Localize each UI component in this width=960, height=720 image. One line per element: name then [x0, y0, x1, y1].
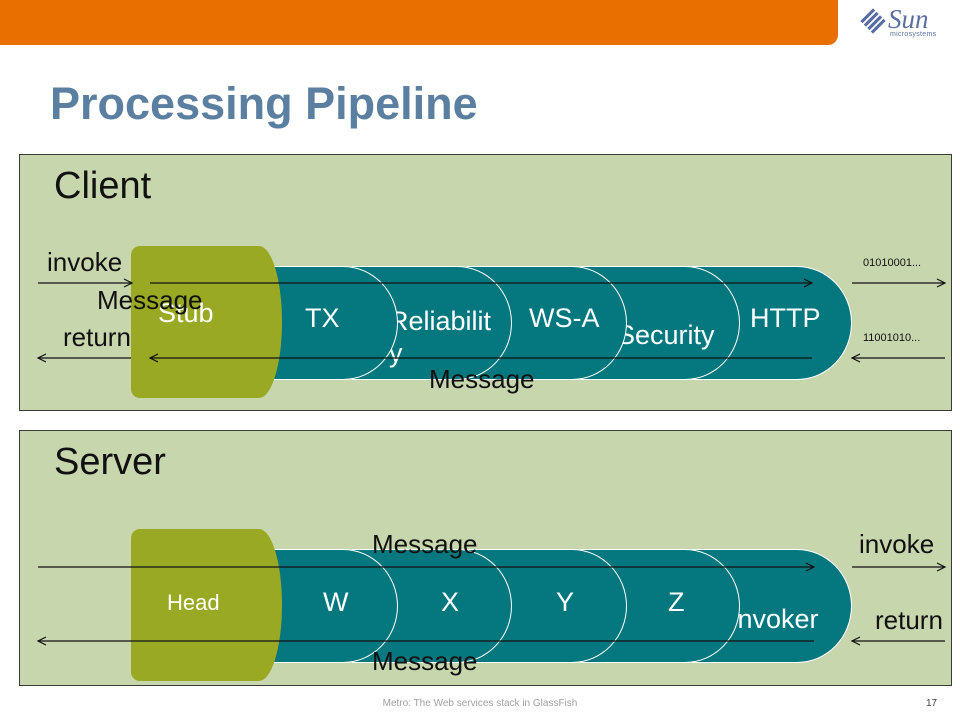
client-stub-bump	[236, 246, 282, 398]
server-panel: Server Invoker Z Y X W Head Message invo…	[19, 430, 952, 686]
client-bits-out-label: 01010001...	[863, 257, 922, 269]
server-stage-y-label: Y	[556, 587, 575, 617]
client-stub-label: Stub	[158, 298, 214, 328]
server-stage-x-label: X	[441, 587, 460, 617]
client-message-out-label: Message	[97, 285, 203, 315]
client-stage-ws-a-label: WS-A	[529, 303, 600, 333]
server-return-label: return	[875, 605, 943, 635]
server-stage-z-label: Z	[668, 587, 685, 617]
server-invoke-label: invoke	[859, 529, 935, 559]
server-head-label: Head	[167, 590, 220, 615]
slide-title: Processing Pipeline	[50, 78, 478, 129]
server-label: Server	[54, 441, 166, 483]
slide-footer: Metro: The Web services stack in GlassFi…	[382, 698, 578, 709]
client-bits-in-label: 11001010...	[863, 332, 921, 344]
client-stage-tx-label: TX	[305, 303, 340, 333]
top-accent-bar	[0, 0, 838, 45]
server-head-block: Head	[131, 529, 282, 681]
server-message-in-label: Message	[372, 646, 478, 676]
server-message-out-label: Message	[372, 529, 478, 559]
client-stage-security-label: Security	[617, 320, 715, 350]
client-invoke-label: invoke	[47, 247, 123, 277]
server-stage-w-label: W	[323, 587, 349, 617]
server-head-bump	[236, 529, 282, 681]
logo-subtitle: microsystems	[890, 31, 937, 38]
logo-word: Sun	[888, 4, 929, 34]
server-stage-invoker-label: Invoker	[730, 604, 819, 634]
client-label: Client	[54, 165, 152, 207]
client-return-label: return	[63, 322, 131, 352]
client-message-in-label: Message	[429, 364, 535, 394]
client-stage-reliability-label: Reliabilit y	[389, 306, 492, 368]
client-stub-block: Stub	[131, 246, 282, 398]
sun-logo: Sun microsystems	[860, 4, 952, 46]
client-stage-http-label: HTTP	[750, 303, 821, 333]
page-number: 17	[926, 698, 938, 709]
